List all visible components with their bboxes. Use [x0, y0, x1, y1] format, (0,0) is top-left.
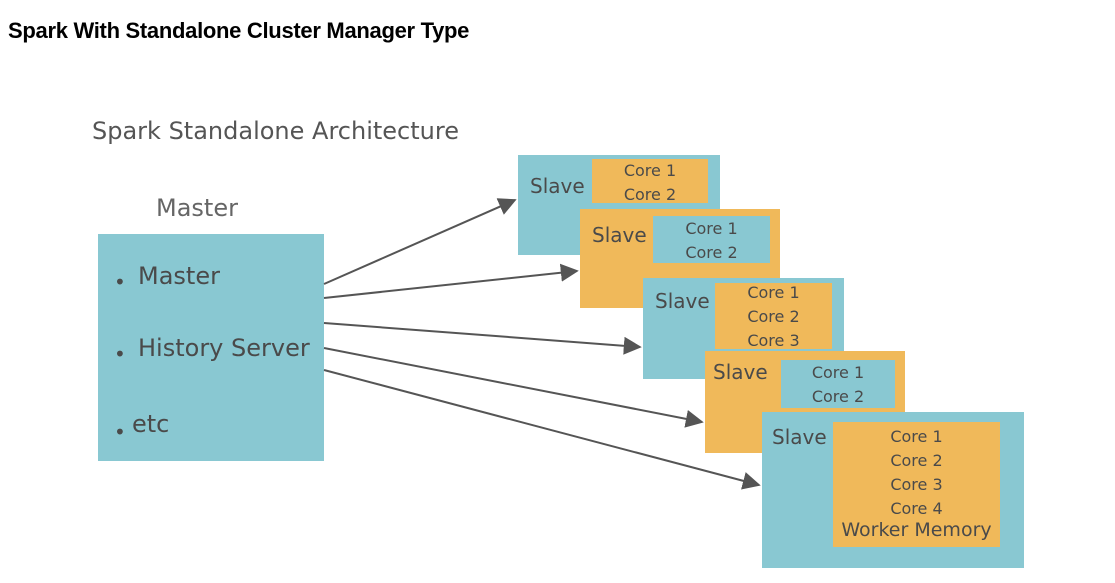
core-label: Core 2	[747, 307, 800, 326]
core-label: Core 3	[890, 475, 943, 494]
bullet-icon: •	[114, 270, 126, 294]
arrow-to-slave-3	[323, 322, 642, 355]
core-group: Core 1 Core 2	[781, 360, 895, 408]
master-heading: Master	[156, 194, 238, 222]
bullet-icon: •	[114, 342, 126, 366]
core-label: Core 1	[890, 427, 943, 446]
core-group: Core 1 Core 2 Core 3	[715, 283, 832, 350]
arrow-to-slave-2	[323, 263, 579, 299]
core-label: Core 2	[623, 185, 677, 204]
core-label: Core 2	[890, 451, 943, 470]
core-group: Core 1 Core 2 Core 3 Core 4 Worker Memor…	[833, 422, 1000, 547]
diagram-title: Spark Standalone Architecture	[92, 117, 459, 145]
core-label: Core 4	[890, 499, 943, 518]
slave-label: Slave	[713, 360, 768, 384]
bullet-icon: •	[114, 420, 126, 444]
master-item-history-server: History Server	[138, 334, 310, 362]
master-node: • Master • History Server • etc	[98, 234, 324, 461]
slave-node-5: Slave Core 1 Core 2 Core 3 Core 4 Worker…	[762, 412, 1024, 568]
slave-label: Slave	[655, 289, 710, 313]
core-label: Core 2	[811, 387, 865, 406]
slave-label: Slave	[592, 223, 647, 247]
master-item-etc: etc	[132, 410, 170, 438]
worker-memory-label: Worker Memory	[841, 519, 992, 541]
arrow-to-slave-4	[323, 347, 704, 428]
core-label: Core 3	[747, 331, 800, 350]
core-label: Core 1	[747, 283, 800, 302]
master-item-master: Master	[138, 262, 220, 290]
page-title: Spark With Standalone Cluster Manager Ty…	[8, 18, 470, 43]
arrow-to-slave-1	[323, 198, 517, 285]
core-group: Core 1 Core 2	[592, 159, 708, 204]
core-label: Core 1	[623, 161, 677, 180]
slave-label: Slave	[530, 174, 585, 198]
core-label: Core 1	[685, 219, 738, 238]
arrow-to-slave-5	[323, 369, 761, 490]
slave-label: Slave	[772, 425, 827, 449]
core-label: Core 1	[811, 363, 865, 382]
core-group: Core 1 Core 2	[653, 216, 770, 263]
core-label: Core 2	[685, 243, 738, 262]
